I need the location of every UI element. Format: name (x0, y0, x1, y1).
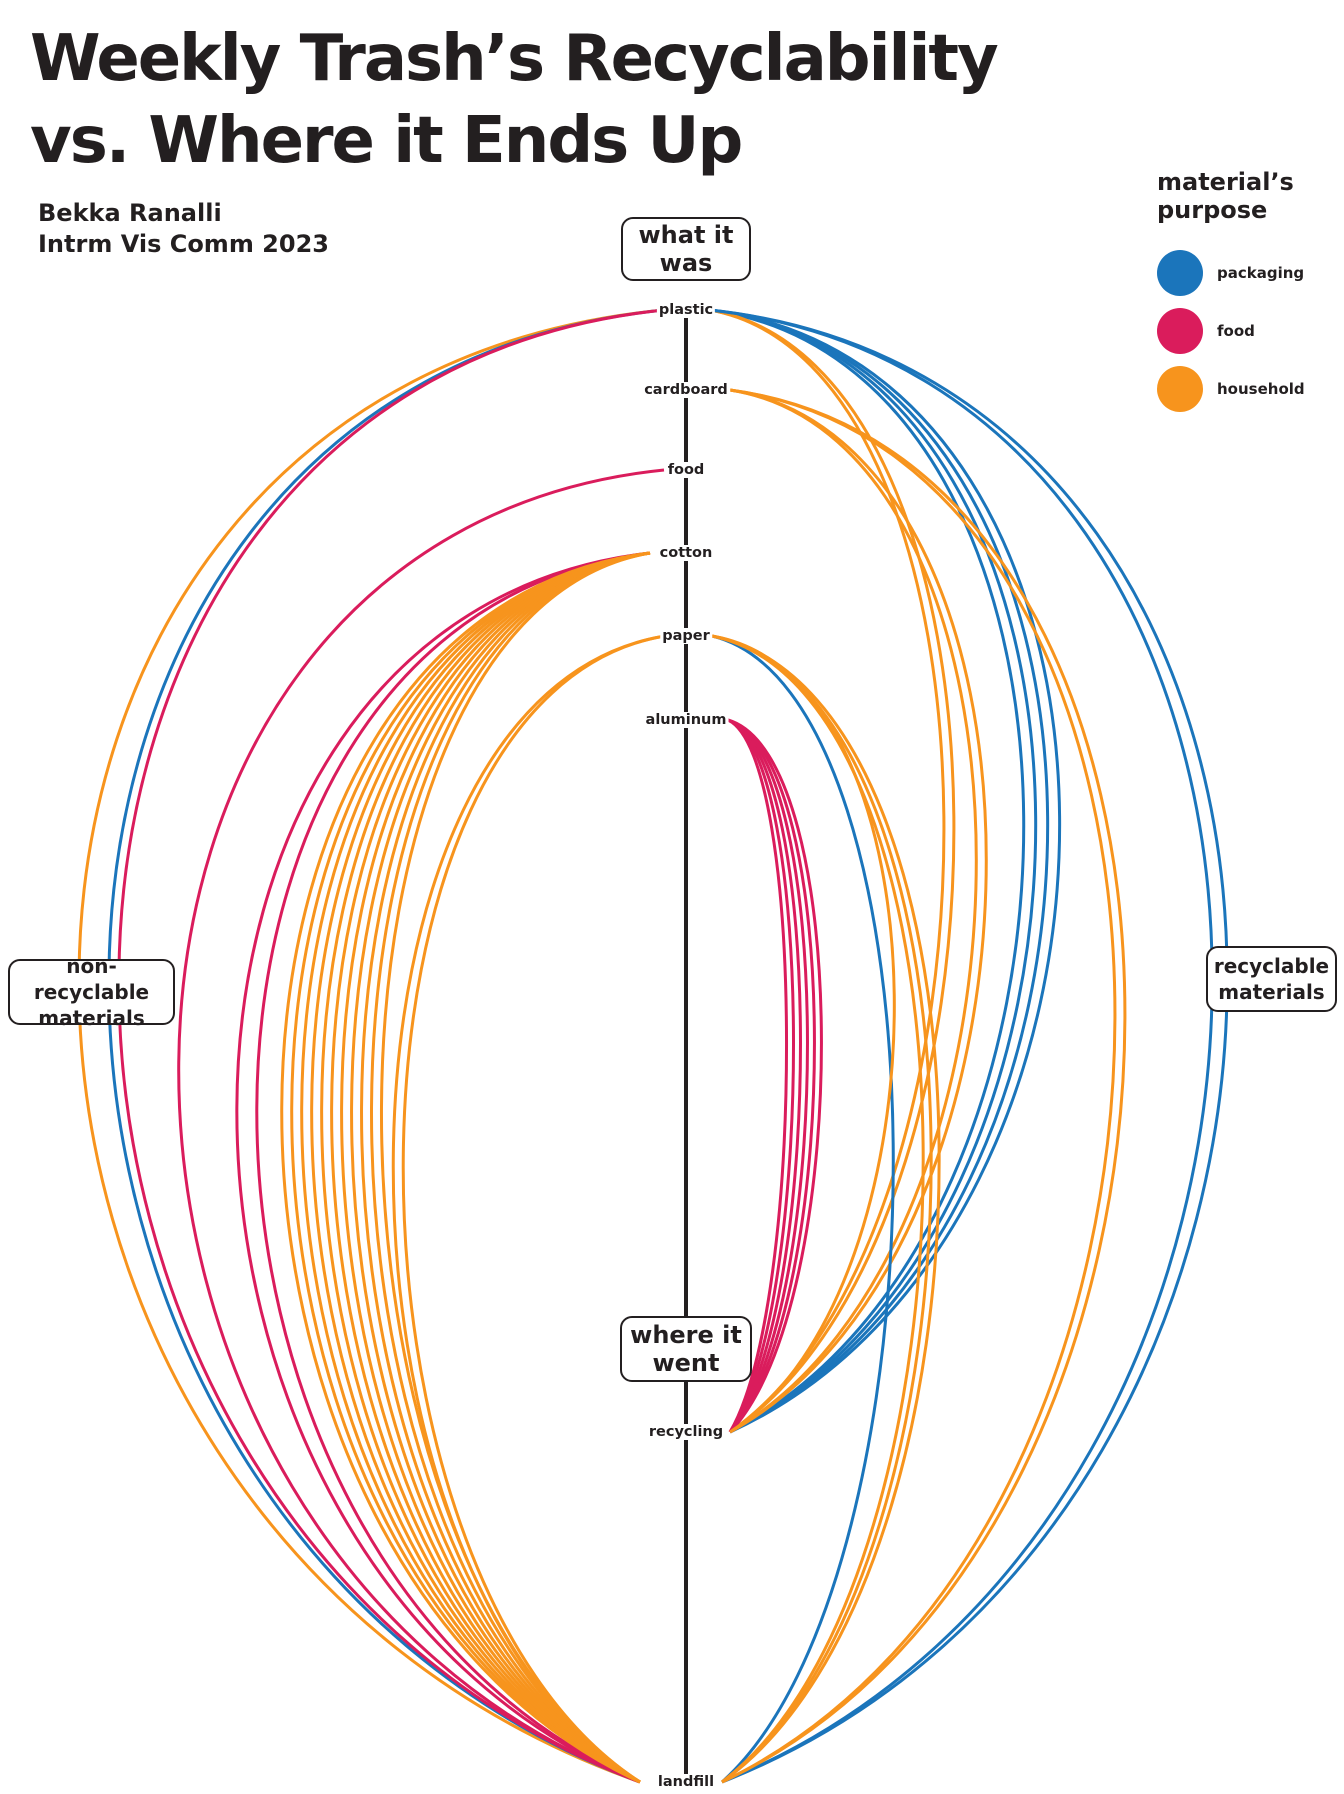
arc-cotton-to-landfill-household-9 (310, 551, 651, 1784)
arc-cotton-to-landfill-household-14 (360, 551, 651, 1784)
arc-aluminum-to-recycling-food-27 (727, 718, 789, 1433)
node-label-food: food (665, 462, 707, 478)
legend: material’s purpose packaging food househ… (1157, 168, 1342, 412)
node-label-recycling: recycling (646, 1424, 726, 1440)
arc-cotton-to-landfill-household-6 (280, 551, 651, 1784)
chart-title-line-2: vs. Where it Ends Up (30, 104, 743, 178)
box-what-it-was: what it was (621, 217, 751, 281)
arc-paper-to-recycling-household-41 (711, 634, 896, 1434)
legend-title-line-2: purpose (1157, 196, 1268, 224)
arc-cardboard-to-recycling-household-25 (729, 388, 978, 1434)
arc-paper-to-landfill-packaging-37 (711, 634, 895, 1784)
box-where-it-went: where it went (620, 1316, 752, 1382)
chart-title-line-1: Weekly Trash’s Recyclability (30, 22, 999, 96)
legend-title-line-1: material’s (1157, 168, 1294, 196)
box-recyclable: recyclable materials (1206, 946, 1337, 1012)
legend-swatch-household (1157, 366, 1203, 412)
legend-label-packaging: packaging (1217, 264, 1305, 282)
arc-food-to-landfill-food-3 (177, 468, 665, 1784)
legend-item-packaging: packaging (1157, 250, 1304, 296)
author-credit: Bekka Ranalli Intrm Vis Comm 2023 (38, 198, 329, 260)
arc-plastic-to-recycling-packaging-21 (709, 308, 1050, 1434)
arc-aluminum-to-recycling-food-32 (727, 718, 823, 1434)
arc-plastic-to-landfill-food-2 (117, 308, 665, 1784)
arc-plastic-to-recycling-household-23 (709, 308, 946, 1434)
arc-paper-to-landfill-household-40 (711, 634, 941, 1784)
arc-plastic-to-recycling-packaging-19 (709, 308, 1026, 1434)
arc-aluminum-to-recycling-food-31 (727, 718, 816, 1433)
legend-item-household: household (1157, 366, 1305, 412)
box-where-it-went-line-2: went (652, 1349, 720, 1377)
legend-item-food: food (1157, 308, 1255, 354)
box-non-recyclable: non-recyclable materials (8, 954, 175, 1030)
arc-cardboard-to-recycling-household-26 (729, 388, 988, 1434)
arc-cotton-to-landfill-household-12 (340, 551, 651, 1784)
arc-plastic-to-recycling-household-24 (709, 308, 956, 1434)
arc-cotton-to-landfill-food-5 (255, 551, 651, 1784)
arc-cotton-to-landfill-household-13 (350, 551, 651, 1784)
arc-cotton-to-landfill-household-7 (290, 551, 651, 1784)
arc-aluminum-to-recycling-food-29 (727, 718, 802, 1433)
node-label-cotton: cotton (657, 545, 715, 561)
arc-cotton-to-landfill-food-4 (235, 551, 651, 1784)
arc-aluminum-to-recycling-food-28 (727, 718, 795, 1433)
arc-cotton-to-landfill-household-11 (330, 551, 651, 1784)
legend-label-food: food (1217, 322, 1255, 340)
node-label-paper: paper (660, 628, 712, 644)
arc-cotton-to-landfill-household-10 (320, 551, 651, 1784)
arc-cardboard-to-landfill-household-36 (721, 388, 1127, 1784)
legend-swatch-food (1157, 308, 1203, 354)
box-what-it-was-line-2: was (659, 249, 713, 277)
node-label-plastic: plastic (656, 302, 716, 318)
arc-paper-to-landfill-household-38 (711, 634, 925, 1784)
box-recyclable-line-1: recyclable (1213, 954, 1330, 978)
chart-title: Weekly Trash’s Recyclability vs. Where i… (30, 18, 999, 182)
node-label-landfill: landfill (655, 1774, 717, 1790)
arc-paper-to-landfill-household-17 (391, 634, 666, 1784)
arc-plastic-to-recycling-packaging-22 (709, 308, 1062, 1434)
box-non-recyclable-line-2: materials (38, 1006, 145, 1030)
legend-label-household: household (1217, 380, 1305, 398)
box-recyclable-line-2: materials (1218, 980, 1325, 1004)
arc-cotton-to-landfill-household-15 (370, 551, 651, 1784)
arc-cotton-to-landfill-household-8 (300, 551, 651, 1784)
legend-title: material’s purpose (1157, 168, 1342, 224)
node-label-aluminum: aluminum (643, 712, 729, 728)
arc-aluminum-to-recycling-food-30 (727, 718, 809, 1433)
course-name: Intrm Vis Comm 2023 (38, 230, 329, 258)
author-name: Bekka Ranalli (38, 199, 222, 227)
legend-swatch-packaging (1157, 250, 1203, 296)
arc-paper-to-landfill-household-18 (401, 634, 666, 1784)
arc-group (77, 308, 1229, 1784)
box-what-it-was-line-1: what it (638, 221, 734, 249)
arc-cardboard-to-landfill-household-35 (721, 388, 1117, 1784)
arc-paper-to-landfill-household-39 (711, 634, 933, 1784)
box-where-it-went-line-1: where it (630, 1321, 742, 1349)
node-label-cardboard: cardboard (642, 382, 730, 398)
box-non-recyclable-line-1: non-recyclable (33, 954, 150, 1004)
